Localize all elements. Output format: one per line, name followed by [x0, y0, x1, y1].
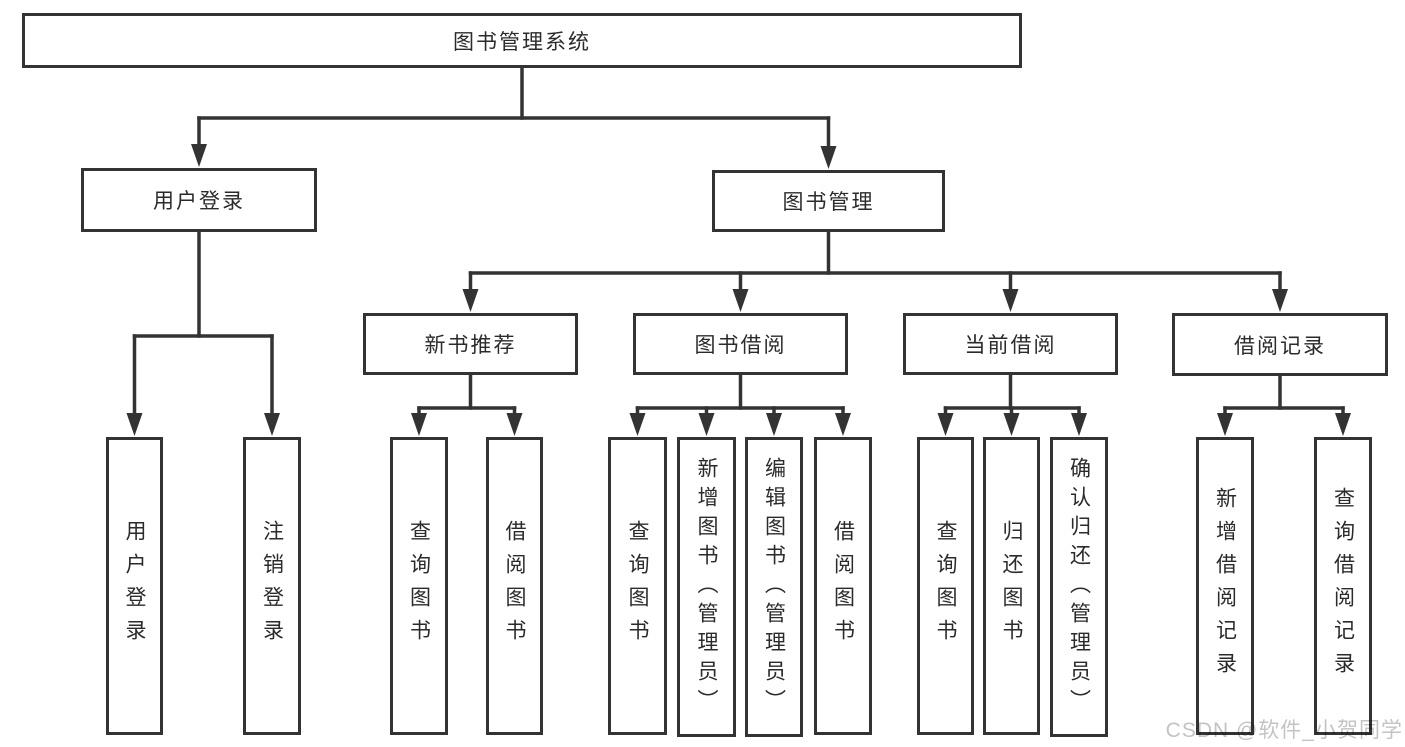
node-borrow-records: 借阅记录 [1172, 313, 1388, 376]
node-confirm-return-admin: 确认归还（管理员） [1050, 437, 1108, 737]
node-query-books-current: 查询图书 [917, 437, 974, 735]
node-query-borrow-record: 查询借阅记录 [1314, 437, 1372, 735]
node-logout-leaf: 注销登录 [243, 437, 301, 735]
node-book-mgmt: 图书管理 [712, 170, 945, 232]
node-book-borrow: 图书借阅 [633, 313, 848, 375]
node-add-book-admin: 新增图书（管理员） [677, 437, 736, 737]
node-query-books-rec: 查询图书 [390, 437, 448, 735]
node-borrow-books-borrow: 借阅图书 [814, 437, 872, 735]
node-user-login: 用户登录 [81, 168, 317, 232]
node-return-book: 归还图书 [983, 437, 1040, 735]
node-add-borrow-record: 新增借阅记录 [1196, 437, 1254, 735]
node-root: 图书管理系统 [22, 13, 1022, 68]
watermark: CSDN @软件_小贺同学 [1165, 719, 1403, 742]
node-borrow-books-rec: 借阅图书 [486, 437, 543, 735]
node-new-book-rec: 新书推荐 [363, 313, 578, 375]
node-user-login-leaf: 用户登录 [106, 437, 163, 735]
node-current-borrow: 当前借阅 [903, 313, 1118, 375]
node-edit-book-admin: 编辑图书（管理员） [745, 437, 803, 737]
node-query-books-borrow: 查询图书 [608, 437, 667, 735]
